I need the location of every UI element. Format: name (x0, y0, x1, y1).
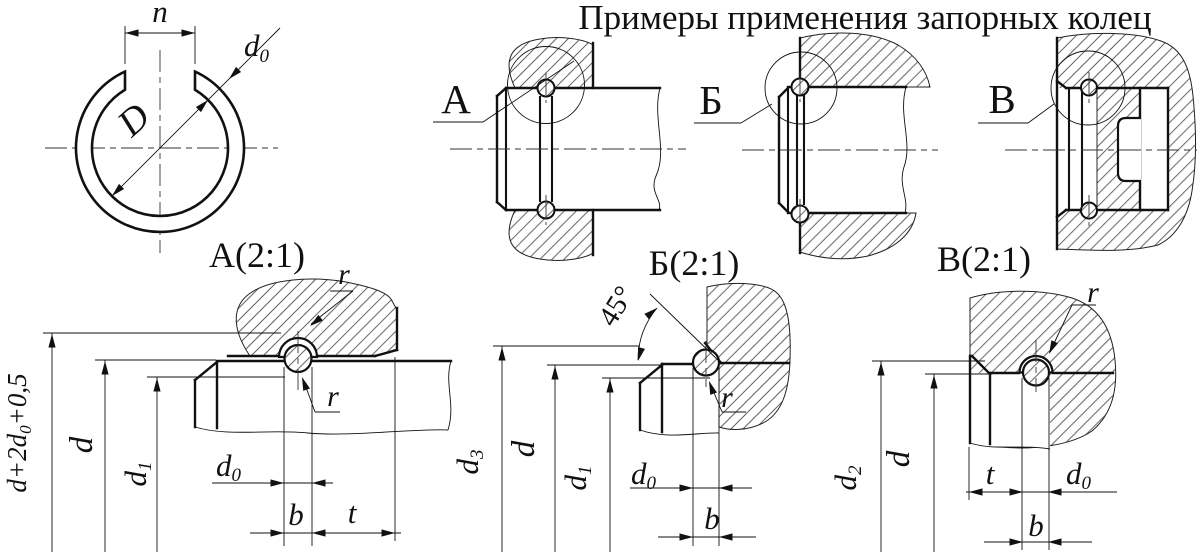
detail-b-view: Б(2:1) 45° d3 d d1 d0 b r (450, 243, 791, 552)
detail-zone-circle (764, 51, 838, 125)
shaft-end-cap (193, 360, 219, 430)
housing-hatch (706, 282, 791, 430)
radius-label: r (721, 381, 733, 414)
break-line (447, 360, 452, 431)
detail-b-title: Б(2:1) (649, 243, 740, 283)
wire-diameter-label: d0 (244, 28, 270, 67)
dim-d1-label: d1 (558, 466, 596, 491)
detail-zone-circle (507, 46, 585, 124)
detail-zone-circle (1050, 50, 1126, 126)
wire-diameter-dimension (212, 479, 333, 487)
dim-d-label: d (506, 440, 542, 457)
diameter-label: D (109, 95, 158, 145)
section-v-view: В (978, 32, 1197, 251)
dim-d0-label: d0 (216, 448, 242, 486)
detail-a-view: А(2:1) d+2d0+0,5 d d1 d0 b t r r (2, 235, 453, 552)
dim-d0-label: d0 (631, 456, 657, 494)
section-b-label: Б (699, 77, 723, 123)
groove-width-dimension (984, 538, 1092, 546)
break-line (194, 426, 449, 435)
chamfer-angle-label: 45° (592, 281, 641, 332)
dim-d0-label: d0 (1066, 456, 1092, 494)
detail-a-title: А(2:1) (209, 235, 305, 275)
inner-slot (1116, 116, 1141, 183)
gap-width-label: n (152, 0, 168, 29)
dim-t-label: t (348, 495, 358, 530)
retaining-ring-outline (74, 69, 246, 234)
page-title: Примеры применения запорных колец (578, 0, 1151, 37)
radius-top-label: r (338, 258, 350, 291)
radius-leader-bottom (298, 375, 340, 413)
housing-hatch-bottom (799, 212, 917, 260)
wire-diameter-dimension (630, 484, 752, 492)
section-a-label: А (441, 76, 471, 122)
dim-b-label: b (704, 501, 720, 536)
ring-wire-section (1021, 340, 1051, 392)
radius-leader-top (307, 290, 354, 329)
section-a-view: А (433, 37, 686, 261)
detail-v-title: В(2:1) (937, 239, 1031, 279)
radius-bottom-label: r (327, 380, 339, 413)
ring-front-view: n D d0 (45, 0, 281, 253)
dim-outer-label: d+2d0+0,5 (2, 373, 35, 492)
dim-t-label: t (986, 456, 996, 491)
gap-width-dimension: n (124, 0, 196, 64)
depth-and-wire-dimension (966, 488, 1117, 496)
chamfer-angle-dimension (634, 293, 723, 365)
housing-hatch-top (799, 32, 931, 88)
shaft-end-cap (638, 362, 664, 434)
ring-wire-section (790, 72, 810, 229)
radius-label: r (1087, 276, 1099, 309)
dim-d1-label: d1 (118, 462, 156, 487)
dim-b-label: b (1028, 508, 1044, 543)
groove-width-depth-dimension (250, 529, 401, 537)
housing-hatch-bottom (508, 209, 594, 261)
break-line (901, 86, 908, 214)
break-line (969, 442, 1051, 450)
ring-wire-section (691, 341, 721, 387)
section-v-label: В (988, 76, 1015, 122)
detail-v-view: В(2:1) d2 d t d0 b r (828, 239, 1117, 552)
dim-d-label: d (64, 436, 100, 453)
diameter-dimension: D d0 (109, 27, 281, 199)
ring-wire-section (1080, 72, 1098, 226)
break-line (653, 87, 662, 211)
radius-leader (1045, 304, 1096, 356)
break-line (639, 429, 720, 436)
dim-d3-label: d3 (450, 450, 488, 475)
ring-wire-section (283, 331, 313, 390)
dim-d2-label: d2 (828, 465, 866, 491)
dim-b-label: b (288, 497, 304, 532)
radius-leader (705, 379, 746, 413)
section-b-view: Б (694, 32, 938, 260)
groove-width-dimension (658, 533, 756, 541)
dim-d-label: d (881, 450, 917, 467)
